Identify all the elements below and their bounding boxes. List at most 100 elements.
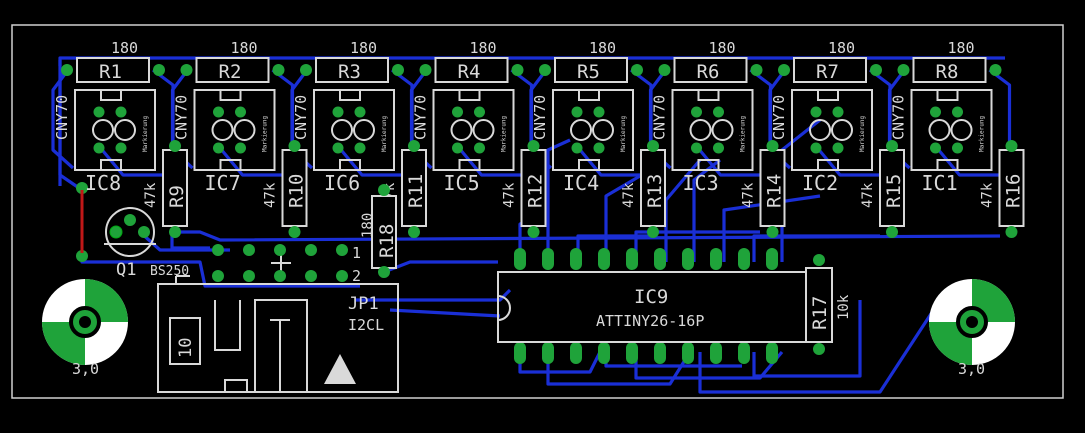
r4-pad-2 [511,64,524,76]
ic9-pin-bottom-6 [654,342,666,364]
r13-name: R13 [644,174,666,208]
r15-name: R15 [883,174,905,208]
ic5-notch-top [458,89,481,101]
ic1-name: IC1 [922,171,958,195]
jp1-pin2: 2 [352,267,361,285]
sensor-trace-c-5 [694,143,771,177]
ic9-part: ATTINY26-16P [596,312,704,330]
ic6-pad-3 [332,142,344,154]
pads-layer [61,64,1018,364]
r5-body [554,57,628,83]
ic3-led-icon [689,119,712,141]
ic1-type: CNY70 [890,95,908,140]
ic6-notch-bottom [339,159,361,171]
sensor-trace-c-6 [813,143,890,177]
ic9-chip: IC9 ATTINY26-16P [497,271,813,343]
mount-hole-left-label: 3,0 [72,360,99,378]
sensor-ic3 [671,89,754,171]
r2-body [195,57,270,83]
r6-pad-1 [658,64,671,76]
ic6-note: Markierung [381,115,388,152]
wire-pad-top [76,182,88,194]
r3-pad-2 [392,64,404,76]
ic6-led-icon [331,119,353,141]
ic7-notch-top [219,89,242,101]
ic1-phototransistor-icon [950,119,973,141]
ic9-pin-bottom-9 [738,342,750,364]
r5-value: 180 [589,39,616,57]
r4-body [434,57,509,83]
trace-18 [518,351,602,374]
ic9-name: IC9 [634,286,668,308]
jp1-pin-bottom-4 [305,270,317,282]
ic6-name: IC6 [324,171,360,195]
ic9-pin-top-6 [654,248,666,270]
ic5-pad-4 [474,142,485,154]
trace-5 [355,288,512,302]
r14-value: 47k [741,182,757,208]
ic9-pin-bottom-2 [542,342,554,364]
q1-pad-3 [138,226,150,238]
sensor-trace-c-0 [96,143,173,177]
r17-name: R17 [809,296,831,330]
ic5-note: Markierung [501,115,508,152]
ic3-pad-2 [713,106,724,118]
r12-value: 47k [502,182,518,208]
ic8-type: CNY70 [53,95,71,140]
jp1-pin-bottom-2 [243,270,255,282]
ic5-phototransistor-icon [472,119,495,141]
r16-value: 47k [980,182,996,208]
ic6-type: CNY70 [292,95,310,140]
trace-11 [604,174,641,262]
sensor-ic8 [74,89,156,171]
resistor-r4 [434,57,509,83]
ic2-phototransistor-icon [831,119,853,141]
ic1-notch-bottom [936,159,959,171]
ic9-pin-top-2 [542,248,554,270]
ic6-pad-4 [354,142,366,154]
ic3-notch-bottom [697,159,720,171]
r8-pad-1 [897,64,910,76]
r9-name: R9 [166,185,188,208]
ic2-pad-1 [810,106,822,118]
jp1-pin-bottom-5 [336,270,348,282]
ic3-note: Markierung [740,115,747,152]
board-outline [11,24,1064,399]
r9-value: 47k [143,182,159,208]
jp1-pin-top-4 [305,244,317,256]
r10-pad-2 [288,226,301,238]
ic8-notch-top [100,89,122,101]
ic4-led-icon [570,119,592,141]
ic1-pad-3 [930,142,941,154]
r3-name: R3 [338,61,361,83]
ic1-led-icon [928,119,951,141]
sensor-trace-c-4 [574,143,651,177]
r2-name: R2 [219,61,242,83]
ic5-name: IC5 [444,171,480,195]
trace-19 [546,351,692,386]
ic9-pin-top-8 [710,248,722,270]
jp1-pin-top-5 [336,244,348,256]
r18-value: 180 [360,213,376,238]
r5-name: R5 [577,61,600,83]
ic2-pad-2 [832,106,844,118]
ic9-pin-top-10 [766,248,778,270]
r7-name: R7 [816,61,839,83]
r12-pad-1 [527,140,540,152]
trace-7 [172,230,1001,242]
ic3-pad-4 [713,142,724,154]
trace-14 [692,158,721,262]
ic6-pad-2 [354,106,366,118]
ic5-notch-bottom [458,159,481,171]
r11-pad-1 [408,140,420,152]
r6-pad-2 [750,64,763,76]
jp1-arrow-icon [324,354,356,384]
r5-pad-2 [631,64,643,76]
trace-4 [383,260,498,274]
ic9-pin-bottom-3 [570,342,582,364]
r8-value: 180 [948,39,975,57]
trace-16 [752,234,880,262]
ic3-pad-3 [691,142,702,154]
r7-pad-2 [870,64,882,76]
sensor-ic2 [791,89,873,171]
